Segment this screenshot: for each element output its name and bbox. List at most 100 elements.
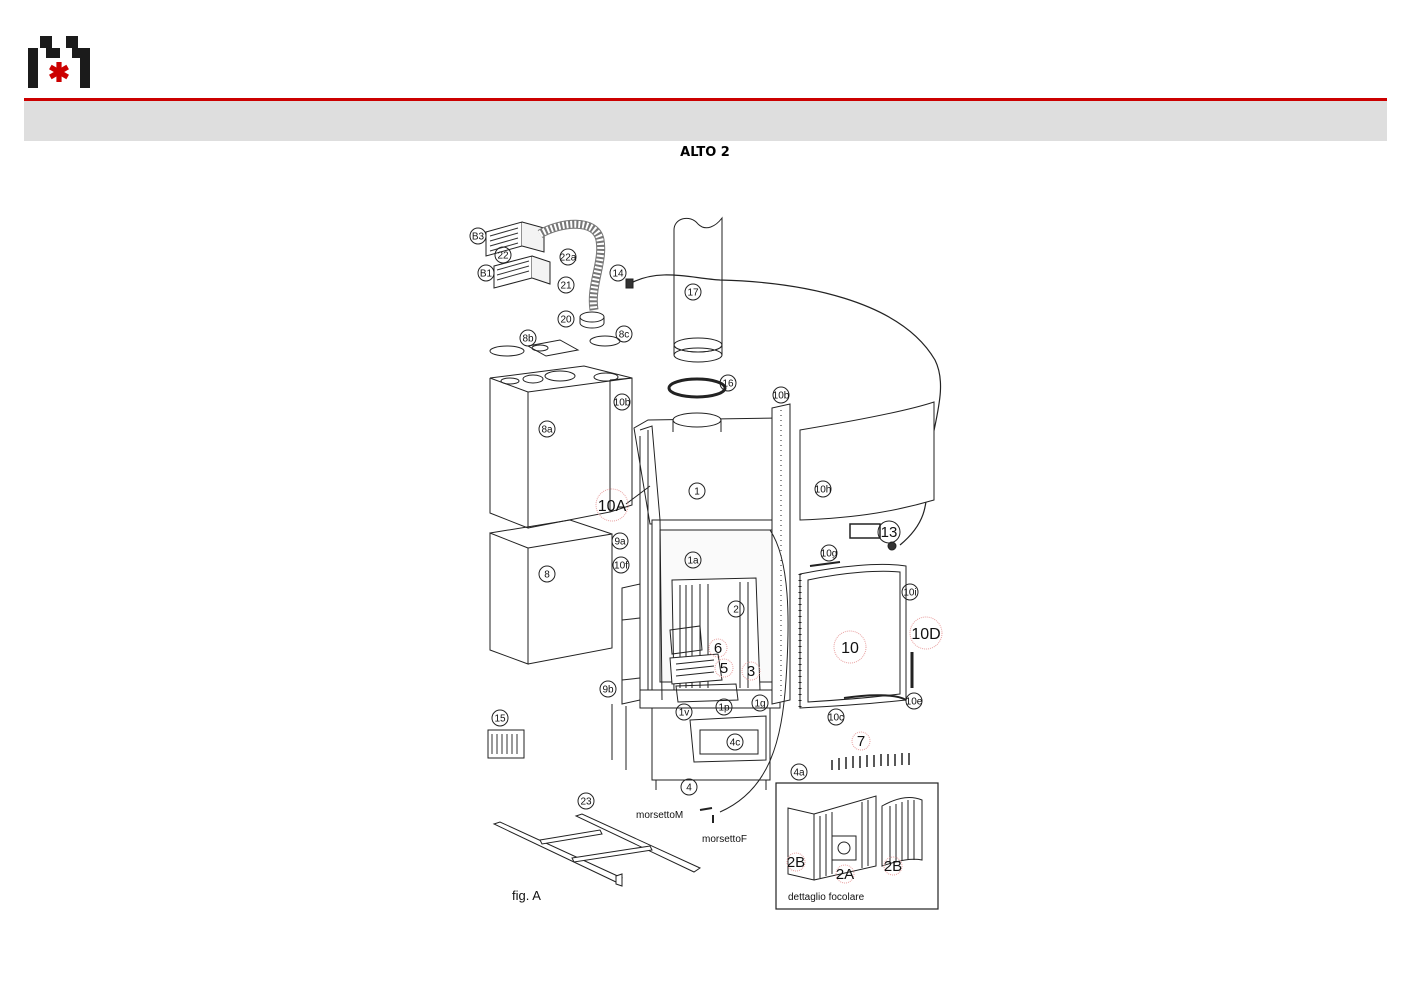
part-label-p9a: 9a	[614, 537, 626, 548]
detail-box-label: dettaglio focolare	[788, 892, 865, 903]
fire-door	[798, 561, 907, 709]
callout-circle-p10b_left	[613, 393, 631, 411]
part-label-p8b: 8b	[522, 334, 534, 345]
part-label-p15: 15	[494, 714, 506, 725]
part-label-p16: 16	[722, 379, 734, 390]
part-label-p8c: 8c	[619, 330, 630, 341]
callout-circle-p10D	[909, 616, 943, 650]
part-label-p1g: 1g	[754, 699, 765, 710]
part-label-p4: 4	[686, 783, 692, 794]
callout-circle-p6	[708, 638, 728, 658]
base-frame	[492, 813, 702, 887]
callout-circle-p3	[741, 661, 761, 681]
callout-circle-b1	[477, 264, 495, 282]
part-label-p1p: 1p	[718, 703, 730, 714]
callout-circle-p8c	[615, 325, 633, 343]
callout-circle-p8b	[519, 329, 537, 347]
part-label-p6: 6	[714, 640, 722, 657]
part-label-morsettoF: morsettoF	[702, 834, 747, 845]
part-label-p10h: 10h	[815, 485, 832, 496]
callout-circle-p10c	[827, 708, 845, 726]
part-label-p1v: 1v	[679, 708, 690, 719]
part-label-p10f: 10f	[614, 561, 628, 572]
callout-circle-p20	[557, 310, 575, 328]
control-unit	[849, 523, 881, 539]
part-label-p1: 1	[694, 487, 700, 498]
vent-grille-b1	[493, 255, 551, 289]
callout-circle-p10A	[595, 488, 629, 522]
part-label-p10b_left: 10b	[614, 398, 631, 409]
header-red-rule	[24, 98, 1387, 101]
part-label-p2: 2	[733, 605, 739, 616]
callout-circle-p10i	[901, 583, 919, 601]
callout-circle-p10e	[905, 692, 923, 710]
callout-circle-p16	[719, 374, 737, 392]
vent-grille-b3	[485, 221, 545, 257]
callout-circle-p17	[684, 283, 702, 301]
callout-circle-p10f	[612, 556, 630, 574]
callout-circle-p2B_right	[883, 856, 903, 876]
callout-circle-p1g	[751, 694, 769, 712]
callout-circle-p10	[833, 630, 867, 664]
callout-circle-p8	[538, 565, 556, 583]
part-label-p10D: 10D	[911, 626, 940, 643]
callout-circle-p1	[688, 482, 706, 500]
callout-circle-p1v	[675, 703, 693, 721]
part-label-p4c: 4c	[730, 738, 741, 749]
callout-circle-p9a	[611, 532, 629, 550]
callout-circle-p10g	[820, 544, 838, 562]
part-label-p10e: 10e	[906, 697, 923, 708]
part-label-p17: 17	[687, 288, 699, 299]
part-label-p10: 10	[841, 640, 859, 657]
part-label-p5: 5	[720, 660, 728, 677]
part-label-p2A: 2A	[836, 866, 854, 883]
part-label-p2B_right: 2B	[884, 858, 902, 875]
callout-circle-p9b	[599, 680, 617, 698]
stove-body	[611, 417, 781, 790]
part-label-b1: B1	[480, 269, 493, 280]
part-label-p10A: 10A	[598, 498, 627, 515]
callout-circle-p2B_left	[786, 852, 806, 872]
callout-circle-p2	[727, 600, 745, 618]
side-casing-lower	[489, 519, 613, 665]
part-label-p7: 7	[857, 733, 865, 750]
part-label-p20: 20	[560, 315, 572, 326]
part-label-p10c: 10c	[828, 713, 844, 724]
part-label-p23: 23	[580, 797, 592, 808]
callout-circle-p13	[877, 520, 901, 544]
part-label-p13: 13	[881, 524, 898, 541]
top-plate	[526, 339, 580, 357]
part-label-morsettoM: morsettoM	[636, 810, 683, 821]
part-label-p2B_left: 2B	[787, 854, 805, 871]
duct-collar	[579, 311, 605, 323]
callout-circle-p2A	[835, 864, 855, 884]
part-label-p10i: 10i	[903, 588, 916, 599]
callout-circle-p15	[491, 709, 509, 727]
flue-pipe	[673, 216, 723, 363]
part-label-p8a: 8a	[541, 425, 553, 436]
callout-circle-p4c	[726, 733, 744, 751]
callout-circle-p8a	[538, 420, 556, 438]
part-label-p4a: 4a	[793, 768, 805, 779]
flame-deflector	[831, 753, 910, 770]
callout-circle-p1p	[715, 698, 733, 716]
figure-label: fig. A	[512, 888, 541, 903]
part-label-p21: 21	[560, 281, 572, 292]
callout-circle-p10b_right	[772, 386, 790, 404]
callout-circle-p1a	[684, 551, 702, 569]
part-label-p10b_right: 10b	[773, 391, 790, 402]
callout-circle-p4a	[790, 763, 808, 781]
part-label-p10g: 10g	[821, 549, 838, 560]
part-label-p1a: 1a	[687, 556, 699, 567]
left-upright	[639, 425, 663, 701]
callout-circle-p22	[494, 246, 512, 264]
callout-circle-p21	[557, 276, 575, 294]
callout-circle-p4	[680, 778, 698, 796]
front-grille	[487, 729, 525, 759]
callout-circle-p14	[609, 264, 627, 282]
part-label-p3: 3	[747, 663, 755, 680]
callout-circle-p23	[577, 792, 595, 810]
callout-circle-b3	[469, 227, 487, 245]
header-band	[24, 101, 1387, 141]
